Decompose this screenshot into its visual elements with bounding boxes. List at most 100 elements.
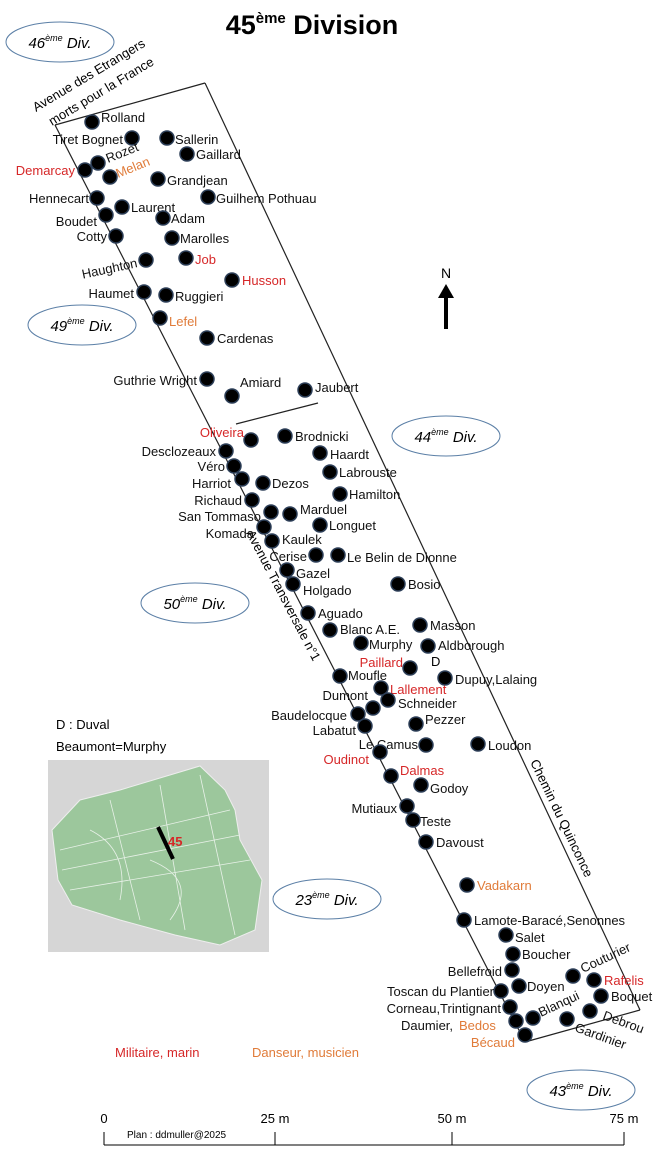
grave-toscan-du-plantier[interactable]: Toscan du Plantier [387,983,509,999]
note-beaumont: Beaumont=Murphy [56,739,167,754]
grave-grandjean[interactable]: Grandjean [150,171,228,188]
grave-le-belin-de-dionne[interactable]: Le Belin de Dionne [330,547,457,565]
grave-gazel[interactable]: Gazel [279,562,330,581]
grave-label: Harriot [192,476,231,491]
grave-bosio[interactable]: Bosio [390,576,441,592]
grave-guilhem-pothuau[interactable]: Guilhem Pothuau [200,189,316,206]
grave-blanc-a-e[interactable]: Blanc A.E. [322,622,400,638]
grave-dezos[interactable]: Dezos [255,475,309,491]
grave-haughton[interactable]: Haughton [80,252,154,282]
grave-tiret-bognet[interactable]: Tiret Bognet [53,130,140,147]
grave-brodnicki[interactable]: Brodnicki [277,428,349,444]
grave-sallerin[interactable]: Sallerin [159,130,218,147]
grave-paillard[interactable]: Paillard [360,655,418,676]
grave-gaillard[interactable]: Gaillard [179,146,241,162]
grave-moufle[interactable]: Moufle [332,668,387,684]
grave-kaulek[interactable]: Kaulek [264,532,322,549]
grave-label: Longuet [329,518,376,533]
grave-cotty[interactable]: Cotty [77,228,124,244]
grave-daumier[interactable]: Daumier, [401,1013,524,1033]
svg-text:N: N [441,265,451,281]
grave-lamote-barace-senonnes[interactable]: Lamote-Baracé,Senonnes [456,912,626,928]
grave-lallement[interactable]: Lallement [373,680,447,697]
grave-longuet[interactable]: Longuet [312,517,376,533]
grave-job[interactable]: Job [178,250,216,267]
grave-boucher[interactable]: Boucher [505,946,571,962]
grave-label: Sallerin [175,132,218,147]
grave-dalmas[interactable]: Dalmas [383,763,445,784]
grave-mutiaux[interactable]: Mutiaux [351,798,415,816]
grave-label: Lefel [169,314,197,329]
grave-marker-icon [383,768,399,784]
grave-loudon[interactable]: Loudon [470,736,531,753]
grave-oudinot[interactable]: Oudinot [323,744,388,767]
grave-hennecart[interactable]: Hennecart [29,190,105,206]
grave-be-caud[interactable]: Bécaud [471,1027,533,1050]
grave-teste[interactable]: Teste [405,812,451,829]
grave-marker-icon [199,371,215,387]
grave-baudelocque[interactable]: Baudelocque [271,706,366,723]
grave-salet[interactable]: Salet [498,927,545,945]
grave-pezzer[interactable]: Pezzer [408,712,466,732]
division-49-label: 49ème Div. [27,304,137,346]
grave-label: Labatut [313,723,357,738]
grave-guthrie-wright[interactable]: Guthrie Wright [113,371,215,388]
grave-labatut[interactable]: Labatut [313,718,373,738]
grave-holgado[interactable]: Holgado [285,576,351,598]
grave-aguado[interactable]: Aguado [300,605,363,621]
grave-marker-icon [322,464,338,480]
grave-label: Godoy [430,781,469,796]
grave-label: Salet [515,930,545,945]
grave-husson[interactable]: Husson [224,272,286,288]
grave-davoust[interactable]: Davoust [418,834,484,850]
grave-bedos[interactable]: Bedos [459,1018,496,1033]
grave-godoy[interactable]: Godoy [413,777,469,796]
grave-boudet[interactable]: Boudet [56,207,114,229]
grave-label: Pezzer [425,712,466,727]
grave-marker-icon [264,533,280,549]
grave-aldborough[interactable]: Aldborough [420,638,505,654]
grave-oliveira[interactable]: Oliveira [200,425,259,448]
grave-murphy[interactable]: Murphy [353,635,413,652]
grave-amiard[interactable]: Amiard [224,375,281,404]
grave-san-tommaso[interactable]: San Tommaso [178,504,279,524]
grave-adam[interactable]: Adam [155,210,205,226]
grave-harriot[interactable]: Harriot [192,471,250,491]
grave-bellefroid[interactable]: Bellefroid [448,962,520,979]
grave-rolland[interactable]: Rolland [84,110,145,130]
grave-ve-ro[interactable]: Véro [198,458,242,474]
grave-vadakarn[interactable]: Vadakarn [459,877,532,893]
grave-richaud[interactable]: Richaud [194,492,260,508]
grave-haardt[interactable]: Haardt [312,445,369,462]
grave-label: Mutiaux [351,801,397,816]
grave-masson[interactable]: Masson [412,617,476,633]
grave-jaubert[interactable]: Jaubert [297,380,359,398]
grave-komada[interactable]: Komada [206,519,272,541]
grave-label: Husson [242,273,286,288]
grave-doyen[interactable]: Doyen [511,978,565,994]
grave-lefel[interactable]: Lefel [152,310,197,329]
grave-schneider[interactable]: Schneider [380,692,457,711]
grave-hamilton[interactable]: Hamilton [332,486,400,502]
grave-cerise[interactable]: Cerise [269,547,324,564]
svg-text:43ème Div.: 43ème Div. [549,1081,612,1100]
grave-ruggieri[interactable]: Ruggieri [158,287,224,304]
grave-marker-icon [277,428,293,444]
grave-le-camus[interactable]: Le Camus [359,737,434,753]
grave-marolles[interactable]: Marolles [164,230,230,246]
grave-labrouste[interactable]: Labrouste [322,464,397,480]
grave-haumet[interactable]: Haumet [88,284,152,301]
grave-rafelis[interactable]: Rafelis [586,972,644,988]
grave-cardenas[interactable]: Cardenas [199,330,274,346]
grave-desclozeaux[interactable]: Desclozeaux [142,443,234,459]
grave-marker-icon [158,287,174,303]
grave-demarcay[interactable]: Demarcay [16,162,93,178]
north-arrow-icon: N [438,265,454,329]
grave-dupuy-lalaing[interactable]: Dupuy,Lalaing [437,670,537,687]
grave-corneau-trintignant[interactable]: Corneau,Trintignant [387,999,518,1016]
grave-dumont[interactable]: Dumont [322,688,381,716]
grave-marker-icon [505,946,521,962]
grave-boquet[interactable]: Boquet [593,988,653,1004]
grave-marduel[interactable]: Marduel [282,502,347,522]
grave-label: Véro [198,459,225,474]
